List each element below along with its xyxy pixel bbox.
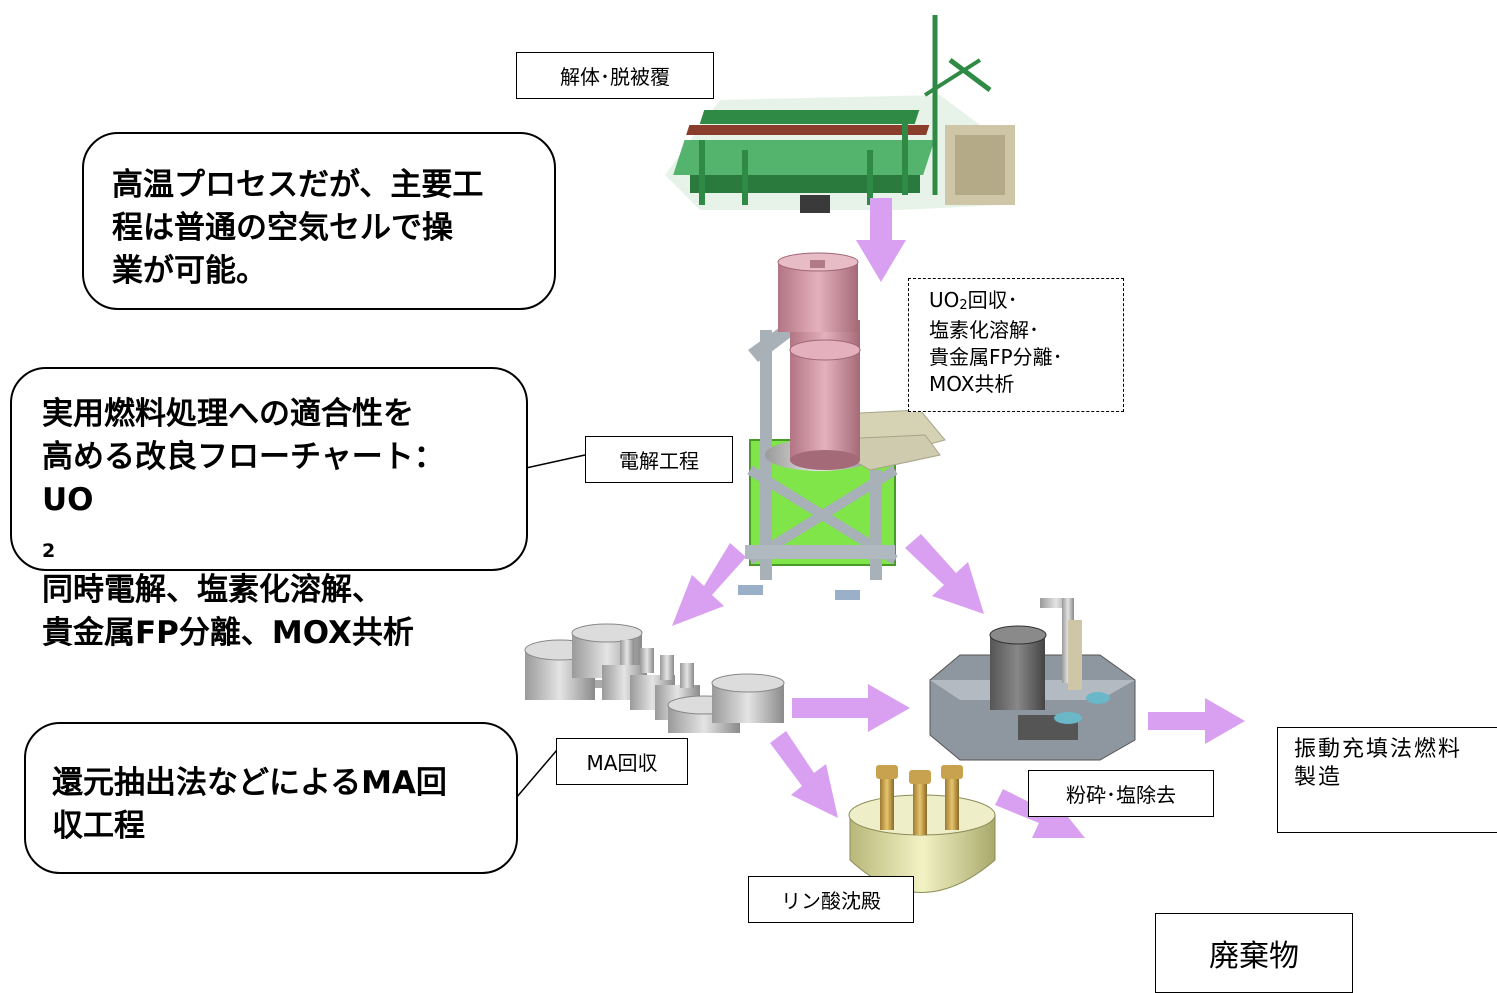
electrolysis-cell-icon: [738, 252, 946, 600]
crusher-icon: [929, 598, 1136, 761]
phosphate-precipitation-label: リン酸沈殿: [748, 876, 914, 923]
flow-arrow-icon: [770, 731, 838, 818]
vibro-packed-fuel-box: 振動充填法燃料 製造: [1277, 727, 1497, 833]
flow-arrow-icon: [856, 198, 906, 282]
phosphate-vessel-icon: [848, 765, 996, 893]
flow-arrow-icon: [905, 534, 984, 614]
flow-arrow-icon: [792, 684, 910, 732]
electrolysis-process-list: UO2回収･ 塩素化溶解･ 貴金属FP分離･ MOX共析: [908, 278, 1124, 412]
ma-recovery-vessels-icon: [524, 623, 785, 733]
disassembly-machine-icon: [665, 15, 1015, 213]
ma-recovery-label: MA回収: [556, 738, 688, 785]
crush-salt-removal-label: 粉砕･塩除去: [1028, 770, 1214, 817]
ma-process-callout: 還元抽出法などによるMA回 収工程: [24, 722, 518, 874]
air-cell-callout: 高温プロセスだが、主要工 程は普通の空気セルで操 業が可能。: [82, 132, 556, 310]
flow-arrow-icon: [672, 543, 746, 626]
electrolysis-label: 電解工程: [585, 436, 733, 483]
flow-arrow-icon: [1148, 698, 1245, 744]
waste-label: 廃棄物: [1155, 913, 1353, 993]
disassembly-label: 解体･脱被覆: [516, 52, 714, 99]
